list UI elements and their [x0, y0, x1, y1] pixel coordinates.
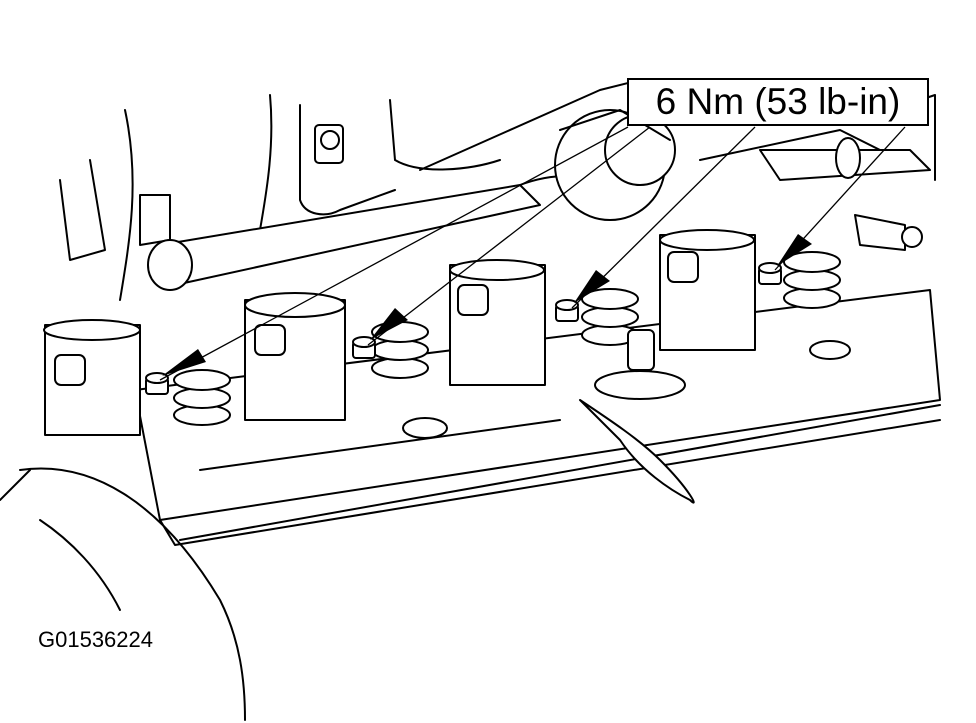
- connectors: [402, 214, 923, 439]
- arrowhead-2: [370, 308, 408, 340]
- figure-id-label: G01536224: [38, 627, 153, 652]
- coil-bolt-3: [555, 299, 579, 322]
- ignition-coil-3: [449, 259, 546, 386]
- torque-callout-label: 6 Nm (53 lb-in): [655, 81, 901, 122]
- coil-boot-1: [173, 369, 231, 426]
- ignition-coil-4: [659, 229, 756, 351]
- coil-bolt-1: [145, 372, 169, 395]
- ignition-coil-2: [244, 292, 346, 421]
- coil-bolt-2: [352, 336, 376, 359]
- coil-boot-2: [371, 321, 429, 379]
- arrowhead-4: [777, 234, 812, 266]
- callout-arrowheads: [162, 234, 812, 376]
- arrowhead-1: [162, 349, 206, 376]
- coil-boot-4: [783, 251, 841, 309]
- arrowhead-3: [574, 270, 610, 303]
- upper-bolt: [314, 124, 344, 164]
- throttle-body: [554, 109, 676, 221]
- intake-manifold: [0, 467, 246, 721]
- coil-bolt-4: [758, 262, 782, 285]
- oil-filler-cap: [579, 329, 695, 504]
- torque-callout-box: 6 Nm (53 lb-in): [627, 78, 929, 126]
- ignition-coil-1: [43, 319, 141, 436]
- fuel-rail: [147, 137, 931, 291]
